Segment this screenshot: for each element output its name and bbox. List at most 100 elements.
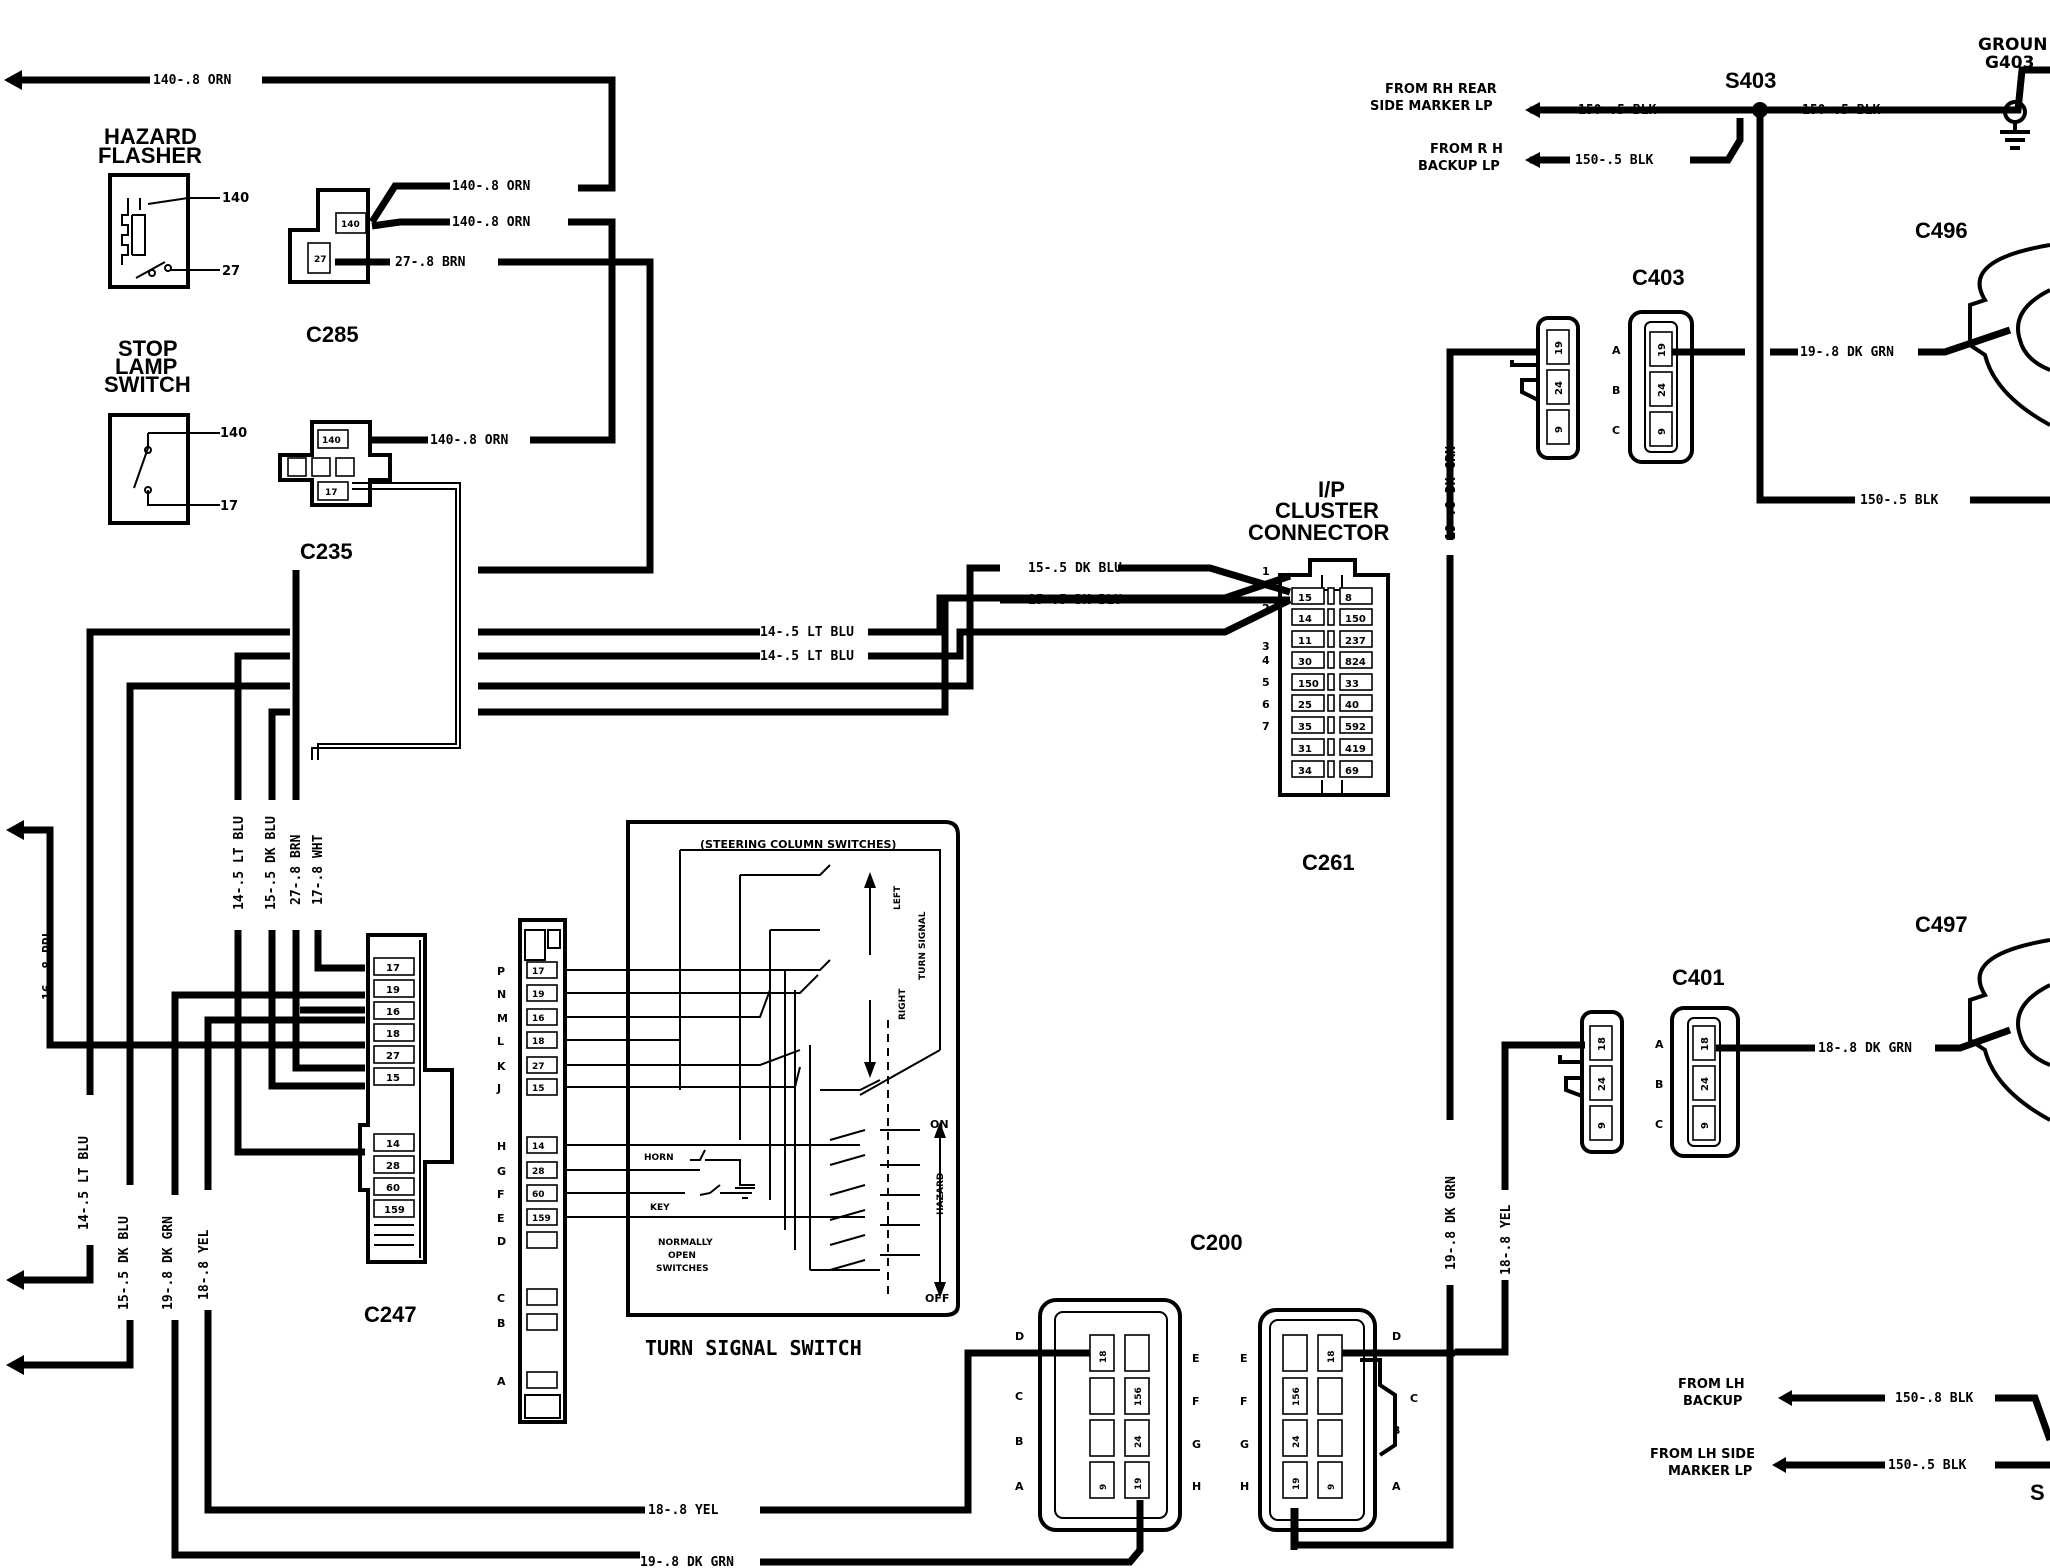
vlabel-18-r: 18-.8 YEL — [1499, 1204, 1514, 1275]
c403m-pin-9: 9 — [1554, 426, 1565, 433]
c403-pin-19: 19 — [1657, 343, 1668, 357]
c200-cell — [1317, 1334, 1343, 1372]
c261-row-3: 3 — [1262, 640, 1270, 653]
c261-left-cell — [1291, 760, 1325, 778]
c261-left-cell — [1291, 738, 1325, 756]
left-label: LEFT — [893, 885, 903, 910]
c200-cell — [1089, 1334, 1115, 1372]
tss-letter-k: K — [497, 1060, 506, 1073]
c200-cell — [1282, 1419, 1308, 1457]
c247-pin-19: 19 — [386, 985, 400, 996]
c200-cell — [1317, 1377, 1343, 1415]
lh-side-2: MARKER LP — [1668, 1464, 1752, 1479]
c261-left-cell — [1291, 673, 1325, 691]
c200-pin-19: 19 — [1134, 1477, 1144, 1490]
ip-label-2: CLUSTER — [1275, 498, 1379, 523]
wire-label-150d: 150-.5 BLK — [1860, 493, 1938, 508]
connector-c496: C496 — [1915, 218, 2050, 427]
tss-cell-f — [526, 1184, 558, 1202]
stop-pin-17: 17 — [220, 499, 238, 514]
c261-right-cell — [1339, 587, 1373, 605]
vlabel-18: 18-.8 YEL — [197, 1229, 212, 1300]
c261-divider — [1327, 738, 1335, 756]
c261-right-pin-824: 824 — [1345, 657, 1366, 668]
wire-label-27: 27-.8 BRN — [395, 255, 466, 270]
c261-left-pin-14: 14 — [1298, 614, 1312, 625]
vlabel-15b: 15-.5 DK BLU — [117, 1216, 132, 1310]
stop-pin-140: 140 — [220, 426, 247, 441]
tss-cell-b — [526, 1313, 558, 1331]
rh-rear-2: SIDE MARKER LP — [1370, 99, 1493, 114]
steering-column-label: (STEERING COLUMN SWITCHES) — [700, 838, 896, 851]
c247-pin-27: 27 — [386, 1051, 400, 1062]
wire-label-150b: 150-.5 BLK — [1802, 103, 1880, 118]
tss-cell-p — [526, 961, 558, 979]
c261-left-pin-11: 11 — [1298, 636, 1312, 647]
c200-cell — [1124, 1334, 1150, 1372]
tss-letter-p: P — [497, 965, 505, 978]
c261-label: C261 — [1302, 850, 1355, 875]
lh-side-1: FROM LH SIDE — [1650, 1447, 1755, 1462]
c401m-pin-18: 18 — [1597, 1037, 1608, 1051]
c401-label: C401 — [1672, 965, 1725, 990]
tss-letter-j: J — [496, 1082, 501, 1095]
c200-pin-19: 19 — [1292, 1477, 1302, 1490]
ground-g403: GROUN G403 — [1915, 35, 2050, 150]
c261-row-4: 4 — [1262, 654, 1270, 667]
c261-right-cell — [1339, 630, 1373, 648]
c235-pin-140: 140 — [322, 436, 341, 446]
connector-c403: C403 19 24 9 A B C 19 24 9 19-.8 DK GRN … — [1291, 265, 2012, 1549]
c401m-pin-9: 9 — [1597, 1122, 1608, 1129]
s-label-bottom: S — [2030, 1480, 2045, 1505]
c247-label: C247 — [364, 1302, 417, 1327]
c403-letter-a: A — [1612, 344, 1621, 357]
on-label: ON — [930, 1118, 949, 1131]
c247-pin-18: 18 — [386, 1029, 400, 1040]
c261-left-pin-25: 25 — [1298, 700, 1312, 711]
c200-m-f: F — [1192, 1395, 1200, 1408]
flasher-pin-27: 27 — [222, 264, 240, 279]
normally-open-3: SWITCHES — [656, 1264, 709, 1274]
left-arrows — [6, 820, 645, 1559]
c403-letter-c: C — [1612, 424, 1620, 437]
c261-right-pin-8: 8 — [1345, 593, 1352, 604]
wire-label-19-c403: 19-.8 DK GRN — [1800, 345, 1894, 360]
wire-label-140-c: 140-.8 ORN — [430, 433, 508, 448]
tss-cell-h — [526, 1136, 558, 1154]
vlabel-15: 15-.5 DK BLU — [264, 816, 279, 910]
tss-letter-f: F — [497, 1188, 505, 1201]
c200-label: C200 — [1190, 1230, 1243, 1255]
c261-divider — [1327, 587, 1335, 605]
c200-l-c: C — [1015, 1390, 1023, 1403]
wire-label-150a: 150-.5 BLK — [1578, 103, 1656, 118]
c261-cells: 1514113015025353134815023782433405924196… — [1291, 587, 1373, 778]
stop-label-1: STOP — [118, 336, 178, 361]
c261-right-cell — [1339, 738, 1373, 756]
c261-divider — [1327, 651, 1335, 669]
c200-l-b: B — [1015, 1435, 1023, 1448]
c200-cell — [1282, 1377, 1308, 1415]
vlabel-19: 19-.8 DK GRN — [161, 1216, 176, 1310]
c261-right-pin-150: 150 — [1345, 614, 1366, 625]
c200-pin-18: 18 — [1327, 1350, 1337, 1363]
c200-m2-g: G — [1240, 1438, 1249, 1451]
c403-pin-24: 24 — [1657, 383, 1668, 397]
vertical-labels-left: 14-.5 LT BLU 15-.5 DK BLU 27-.8 BRN 17-.… — [41, 816, 326, 1310]
c261-left-pin-15: 15 — [1298, 593, 1312, 604]
ip-label-1: I/P — [1318, 477, 1345, 502]
connector-c235: 140 17 C235 140-.8 ORN — [278, 420, 612, 760]
c496-label: C496 — [1915, 218, 1968, 243]
c200-pin-9: 9 — [1099, 1484, 1109, 1490]
stop-label-2: LAMP — [115, 354, 177, 379]
wire-label-140-top: 140-.8 ORN — [153, 73, 231, 88]
tss-pin-16: 16 — [532, 1014, 545, 1024]
tss-pin-14: 14 — [532, 1142, 545, 1152]
tss-pin-159: 159 — [532, 1214, 551, 1224]
c285-pin-140: 140 — [341, 220, 360, 230]
c200-cell — [1089, 1419, 1115, 1457]
tss-letter-m: M — [497, 1012, 508, 1025]
tss-pin-17: 17 — [532, 967, 545, 977]
c403-letter-b: B — [1612, 384, 1620, 397]
turn-signal-label: TURN SIGNAL — [918, 911, 928, 980]
